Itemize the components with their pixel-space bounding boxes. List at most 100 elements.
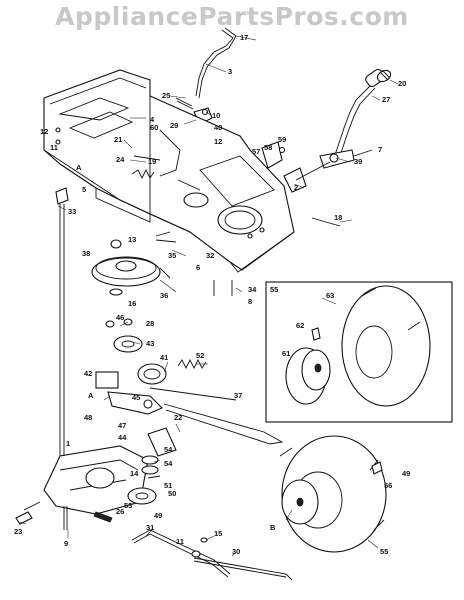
callout-54-lower: 54 — [164, 459, 173, 468]
callout-1: 1 — [66, 439, 70, 448]
callout-39: 39 — [354, 157, 362, 166]
callout-61: 61 — [282, 349, 290, 358]
pulley-53 — [127, 487, 157, 505]
callout-18: 18 — [334, 213, 342, 222]
spring-19-24 — [131, 155, 161, 180]
callout-B: B — [270, 523, 276, 532]
callout-9: 9 — [64, 539, 68, 548]
key-13 — [110, 239, 122, 249]
callout-36: 36 — [160, 291, 168, 300]
callout-57: 57 — [252, 147, 260, 156]
callout-20: 20 — [398, 79, 406, 88]
callout-35: 35 — [168, 251, 176, 260]
callout-23: 23 — [14, 527, 22, 536]
callout-A-upper: A — [76, 163, 82, 172]
callout-15: 15 — [214, 529, 222, 538]
callout-62: 62 — [296, 321, 304, 330]
callout-55-box: 55 — [270, 285, 278, 294]
callout-13: 13 — [128, 235, 136, 244]
callout-56: 56 — [384, 481, 392, 490]
callout-28: 28 — [146, 319, 154, 328]
plate-2 — [283, 161, 331, 193]
callout-44: 44 — [118, 433, 127, 442]
callout-25: 25 — [162, 91, 170, 100]
spring-52 — [177, 358, 207, 370]
callout-31: 31 — [146, 523, 154, 532]
steering-rod-17 — [195, 27, 237, 99]
callout-53: 53 — [124, 501, 132, 510]
callout-8: 8 — [248, 297, 252, 306]
pulley-43 — [113, 335, 143, 353]
callout-59: 59 — [278, 135, 286, 144]
callout-34: 34 — [248, 285, 257, 294]
bolts-32-35 — [155, 231, 233, 296]
callout-33: 33 — [68, 207, 76, 216]
callout-6: 6 — [196, 263, 200, 272]
callout-40: 40 — [214, 123, 222, 132]
axle-22 — [147, 427, 177, 457]
callout-7: 7 — [378, 145, 382, 154]
callout-2: 2 — [294, 183, 298, 192]
transaxle-1 — [23, 445, 161, 515]
callout-24: 24 — [116, 155, 125, 164]
pedal-cap-20 — [376, 69, 392, 83]
callout-42: 42 — [84, 369, 92, 378]
callout-52: 52 — [196, 351, 204, 360]
callout-54-upper: 54 — [164, 445, 173, 454]
callout-37: 37 — [234, 391, 242, 400]
callout-51: 51 — [164, 481, 172, 490]
callout-48: 48 — [84, 413, 92, 422]
rear-wheel-55 — [279, 435, 387, 553]
callout-16: 16 — [128, 299, 136, 308]
shaft-33-vertical — [59, 204, 65, 456]
callout-A-lower: A — [88, 391, 94, 400]
bolt-9 — [63, 506, 68, 530]
callout-50: 50 — [168, 489, 176, 498]
callout-38: 38 — [82, 249, 90, 258]
rod-31 — [131, 529, 231, 578]
engine-pulley-38 — [91, 256, 171, 287]
callout-49-right: 49 — [402, 469, 410, 478]
callout-4: 4 — [150, 115, 155, 124]
leader-lines — [19, 35, 399, 557]
callout-43: 43 — [146, 339, 154, 348]
callout-49-lower: 49 — [154, 511, 162, 520]
front-wheel-box-55 — [265, 281, 453, 423]
callout-5: 5 — [82, 185, 86, 194]
callout-30: 30 — [232, 547, 240, 556]
callout-19: 19 — [148, 157, 156, 166]
idler-pulley-41 — [137, 363, 167, 385]
callout-60: 60 — [150, 123, 158, 132]
callout-55-wheel: 55 — [380, 547, 388, 556]
washer-16 — [109, 288, 123, 296]
front-tire-63 — [341, 285, 431, 407]
callout-47: 47 — [118, 421, 126, 430]
callout-29: 29 — [170, 121, 178, 130]
callout-32: 32 — [206, 251, 214, 260]
callout-41: 41 — [160, 353, 168, 362]
callout-22: 22 — [174, 413, 182, 422]
callout-46: 46 — [116, 313, 124, 322]
rod-18 — [311, 217, 341, 227]
callout-3: 3 — [228, 67, 232, 76]
bracket-42 — [95, 371, 119, 389]
callout-11-upper: 11 — [50, 143, 58, 152]
belt-37 — [149, 387, 284, 445]
callout-27: 27 — [382, 95, 390, 104]
callout-14: 14 — [130, 469, 139, 478]
idler-arm-48 — [107, 391, 163, 415]
callout-17: 17 — [240, 33, 248, 42]
watermark: AppliancePartsPros.com — [55, 2, 409, 31]
spacers-54 — [141, 455, 159, 475]
chassis-frame — [43, 69, 295, 273]
valve-56-49 — [371, 461, 383, 475]
clip-11-15 — [191, 537, 208, 558]
callout-21: 21 — [114, 135, 122, 144]
front-rim-61 — [285, 347, 331, 405]
nuts-46-28 — [105, 318, 133, 328]
bolt-25 — [175, 97, 194, 110]
callout-12-upper: 12 — [214, 137, 222, 146]
callout-12-left: 12 — [40, 127, 48, 136]
